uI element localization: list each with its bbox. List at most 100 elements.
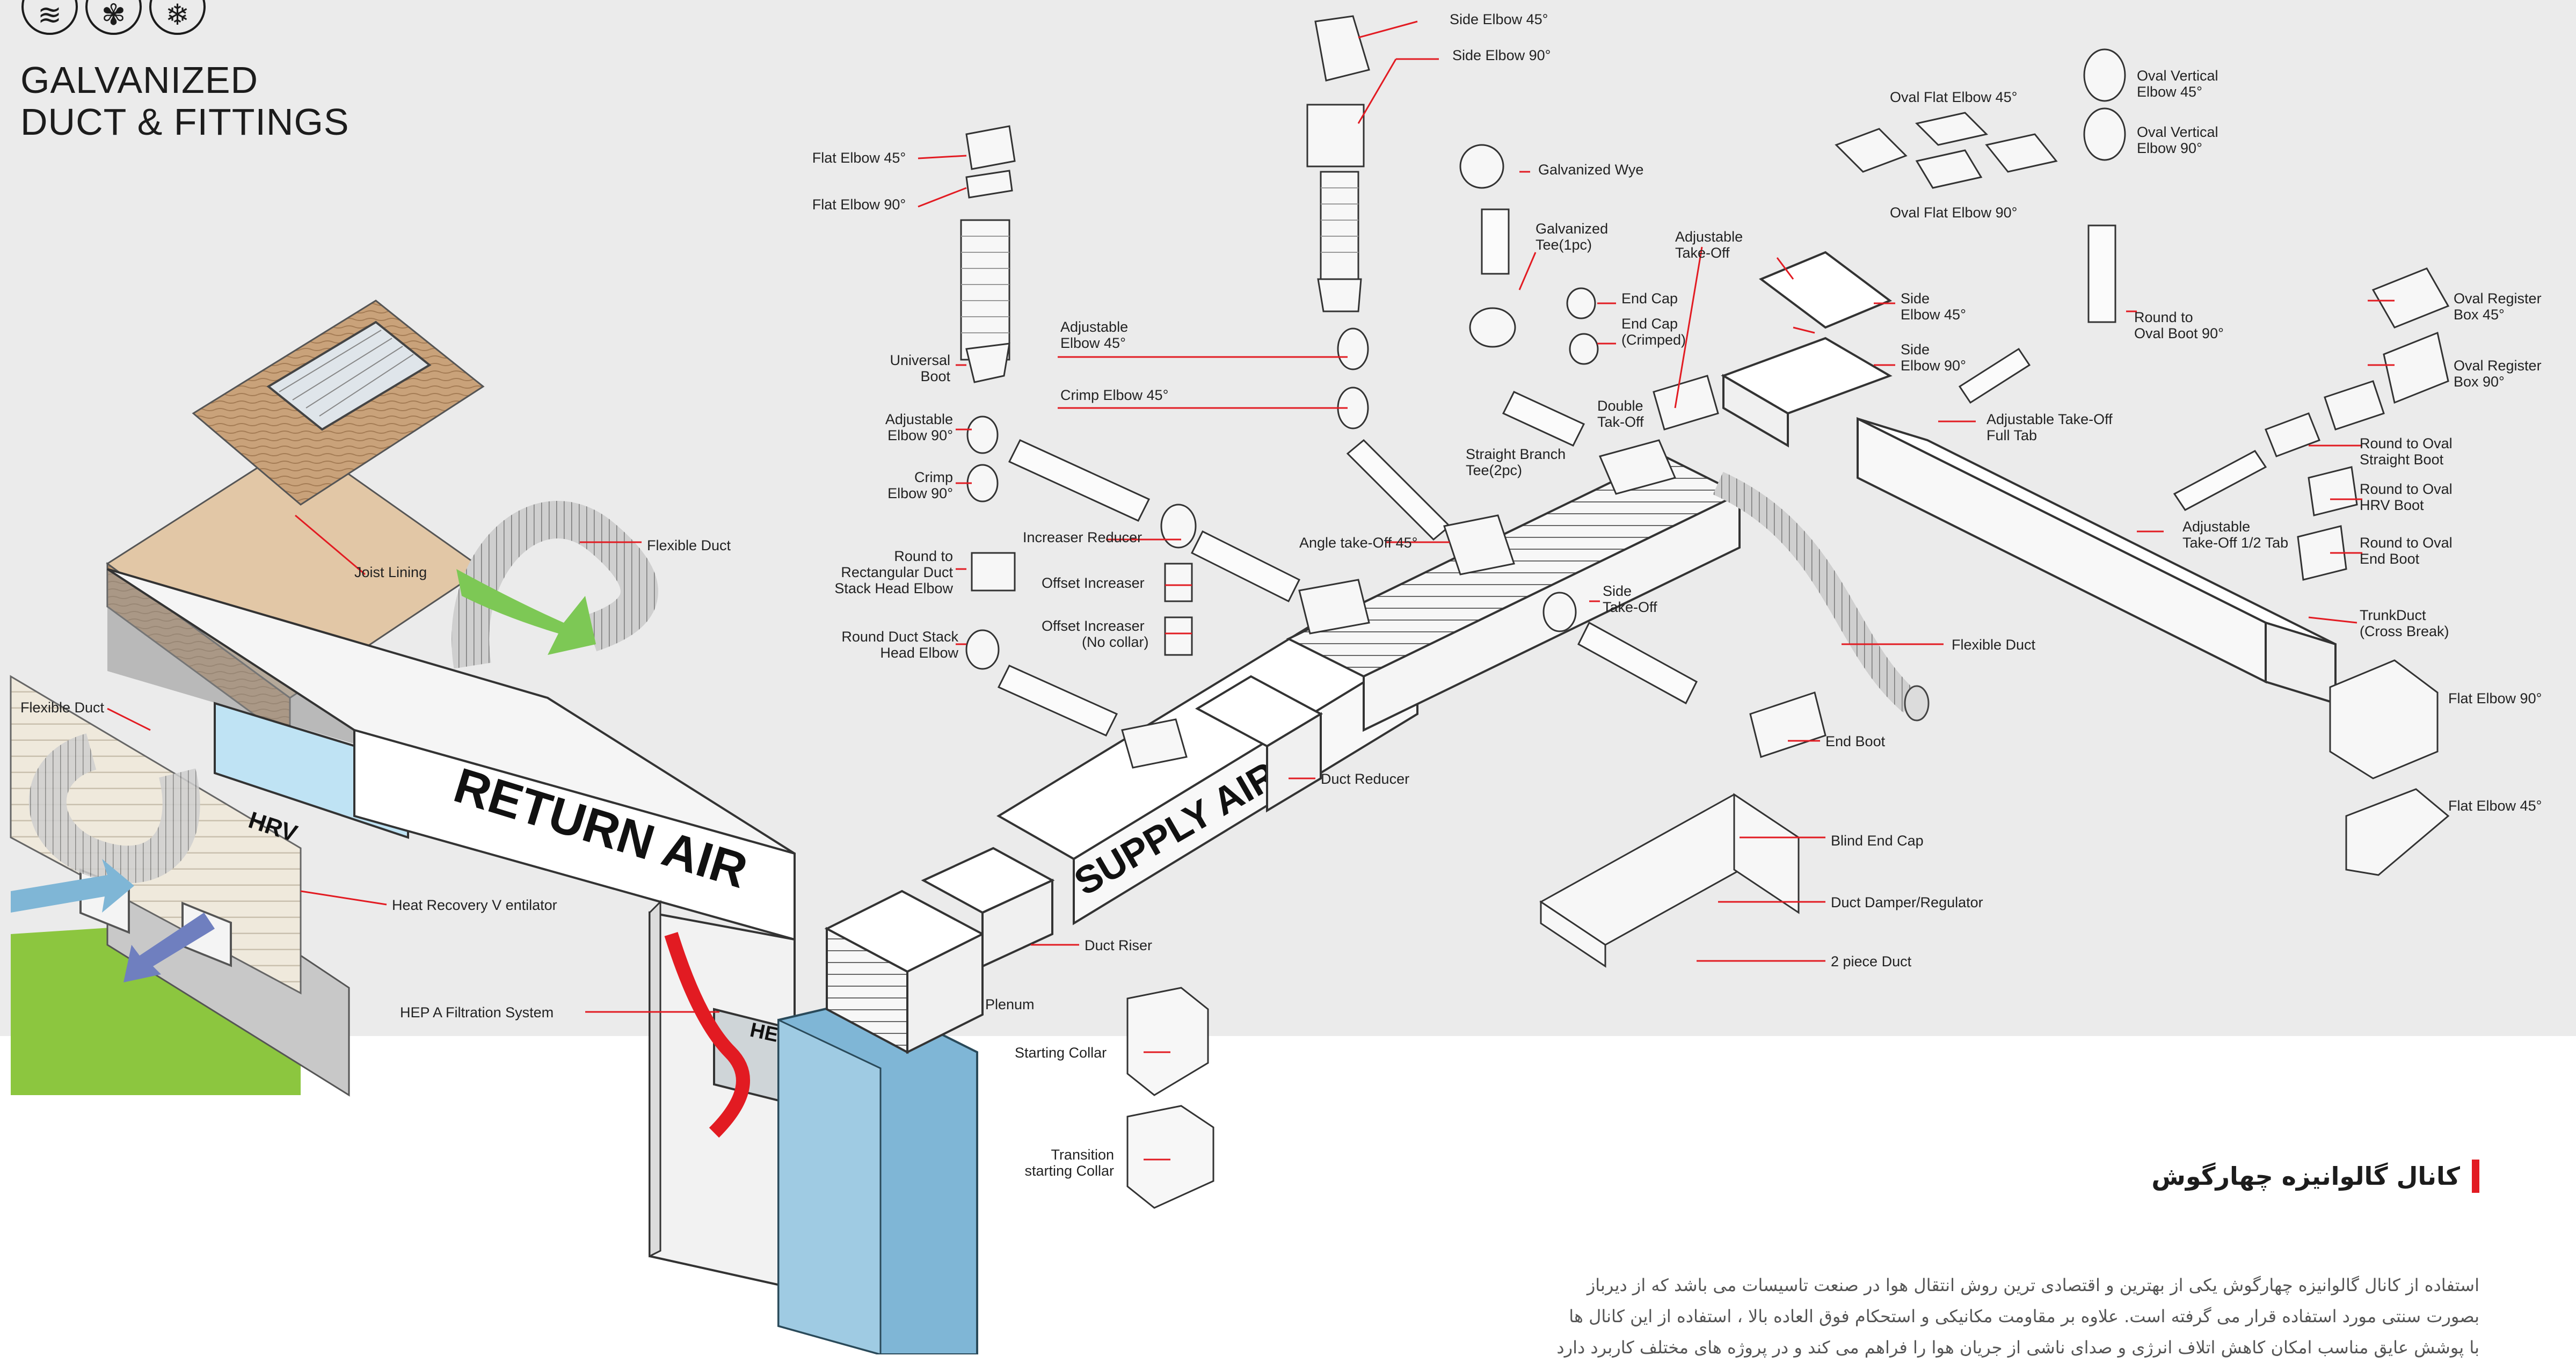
brand-line-2: DUCT & FITTINGS — [20, 101, 350, 143]
wall-vent — [181, 901, 232, 967]
article-heading: کانال گالوانیزه چهارگوش — [2151, 1160, 2479, 1193]
return-air-duct: RETURN AIR HEPA — [106, 568, 978, 1354]
label-trunk-duct-1: TrunkDuct — [2360, 607, 2426, 623]
label-galvanized-tee-1: Galvanized — [1536, 221, 1608, 237]
label-oval-flat-elbow-45: Oval Flat Elbow 45° — [1890, 89, 2017, 105]
flat-elbow-90-shape — [965, 170, 1013, 199]
universal-boot-shape — [965, 342, 1010, 383]
label-transition-collar-2: starting Collar — [1024, 1163, 1114, 1179]
label-side-elbow-45-mid-1: Side — [1901, 290, 1930, 307]
label-double-takeoff-2: Tak-Off — [1597, 414, 1644, 430]
label-oval-vertical-elbow-90-2: Elbow 90° — [2137, 140, 2202, 156]
label-offset-increaser-nocollar-2: (No collar) — [1082, 634, 1149, 650]
label-oval-flat-elbow-90: Oval Flat Elbow 90° — [1890, 205, 2017, 221]
diagram-background — [0, 0, 2576, 1036]
label-flexible-duct-left: Flexible Duct — [20, 699, 105, 716]
label-round-duct-stack-1: Round Duct Stack — [841, 629, 958, 645]
label-flexible-duct-top: Flexible Duct — [647, 537, 731, 553]
label-round-to-oval-boot-90-2: Oval Boot 90° — [2134, 325, 2224, 341]
label-adjustable-takeoff-half-2: Take-Off 1/2 Tab — [2182, 535, 2288, 551]
label-round-to-oval-boot-90-1: Round to — [2134, 309, 2193, 325]
label-duct-riser: Duct Riser — [1085, 937, 1152, 953]
label-adjustable-takeoff-fulltab-2: Full Tab — [1986, 427, 2037, 443]
label-adjustable-takeoff-1: Adjustable — [1675, 229, 1743, 245]
label-crimp-elbow-90-2: Elbow 90° — [887, 485, 953, 501]
round-fittings — [960, 15, 2450, 1209]
leader-lines — [107, 20, 2395, 1161]
label-round-duct-stack-2: Head Elbow — [880, 645, 958, 661]
flat-elbow-45-shape — [965, 125, 1016, 170]
label-offset-increaser: Offset Increaser — [1042, 575, 1145, 591]
label-flat-elbow-90: Flat Elbow 90° — [812, 196, 906, 213]
label-oval-register-box-90-1: Oval Register — [2454, 358, 2542, 374]
callout-labels: Side Elbow 45° Side Elbow 90° Flat Elbow… — [20, 11, 2542, 1179]
label-round-to-rect-3: Stack Head Elbow — [834, 580, 953, 596]
label-oval-vertical-elbow-90-1: Oval Vertical — [2137, 124, 2218, 140]
label-trunk-duct-2: (Cross Break) — [2360, 623, 2449, 639]
label-double-takeoff-1: Double — [1597, 398, 1643, 414]
label-oval-vertical-elbow-45-1: Oval Vertical — [2137, 68, 2218, 84]
label-round-to-rect-2: Rectangular Duct — [841, 564, 953, 580]
label-starting-collar: Starting Collar — [1015, 1045, 1107, 1061]
label-blind-end-cap: Blind End Cap — [1831, 833, 1924, 849]
article-line: با پوشش عایق مناسب امکان کاهش اتلاف انرژ… — [1556, 1337, 2479, 1358]
article-line: بصورت سنتی مورد استفاده قرار می گرفته اس… — [1569, 1306, 2479, 1326]
accent-bar — [2472, 1160, 2479, 1193]
label-galvanized-wye: Galvanized Wye — [1538, 162, 1643, 178]
label-galvanized-tee-2: Tee(1pc) — [1536, 237, 1592, 253]
label-end-cap: End Cap — [1621, 290, 1678, 307]
label-universal-boot-2: Boot — [920, 368, 950, 384]
skylight — [266, 320, 432, 431]
label-joist-lining: Joist Lining — [354, 564, 427, 580]
grass — [11, 923, 301, 1095]
label-round-to-rect-1: Round to — [894, 548, 953, 564]
flexible-duct-loop — [28, 733, 200, 884]
label-straight-branch-tee-1: Straight Branch — [1466, 446, 1566, 462]
label-offset-increaser-nocollar-1: Offset Increaser — [1042, 618, 1145, 634]
label-side-takeoff-1: Side — [1603, 583, 1632, 599]
label-crimp-elbow-45: Crimp Elbow 45° — [1060, 387, 1168, 403]
label-flat-elbow-45: Flat Elbow 45° — [812, 150, 906, 166]
label-adjustable-elbow-45-1: Adjustable — [1060, 319, 1128, 335]
label-side-elbow-45-mid-2: Elbow 45° — [1901, 307, 1966, 323]
label-adjustable-elbow-45-2: Elbow 45° — [1060, 335, 1126, 351]
label-transition-collar-1: Transition — [1051, 1147, 1114, 1163]
label-duct-damper: Duct Damper/Regulator — [1831, 894, 1983, 910]
purple-airflow-arrow — [123, 913, 215, 982]
label-round-to-oval-end-boot-2: End Boot — [2360, 551, 2420, 567]
label-crimp-elbow-90-1: Crimp — [914, 469, 953, 485]
label-side-elbow-90: Side Elbow 90° — [1452, 47, 1551, 63]
green-airflow-arrow — [456, 569, 596, 655]
side-elbow-90-shape — [1306, 104, 1365, 167]
logo-row: ≋ ✾ ❄ — [21, 0, 206, 35]
label-two-piece-duct: 2 piece Duct — [1831, 953, 1912, 970]
article-body: استفاده از کانال گالوانیزه چهارگوش یکی ا… — [1449, 1270, 2479, 1363]
label-side-takeoff-2: Take-Off — [1603, 599, 1657, 615]
red-downflow-arrow — [664, 932, 750, 1138]
label-round-to-oval-end-boot-1: Round to Oval — [2360, 535, 2453, 551]
label-duct-reducer: Duct Reducer — [1321, 771, 1409, 787]
label-round-to-oval-hrv-boot-2: HRV Boot — [2360, 497, 2424, 513]
label-adjustable-elbow-90-2: Elbow 90° — [887, 427, 953, 443]
label-increaser-reducer: Increaser Reducer — [1023, 529, 1142, 545]
label-oval-vertical-elbow-45-2: Elbow 45° — [2137, 84, 2202, 100]
label-flat-elbow-45-right: Flat Elbow 45° — [2448, 798, 2542, 814]
side-elbow-45-shape — [1314, 15, 1370, 82]
label-heat-recovery: Heat Recovery V entilator — [392, 897, 557, 913]
label-round-to-oval-straight-boot-1: Round to Oval — [2360, 435, 2453, 451]
article-title: کانال گالوانیزه چهارگوش — [2151, 1162, 2460, 1191]
label-end-cap-crimped-2: (Crimped) — [1621, 332, 1686, 348]
label-adjustable-elbow-90-1: Adjustable — [885, 411, 953, 427]
label-angle-takeoff-45: Angle take-Off 45° — [1299, 535, 1417, 551]
label-side-elbow-45: Side Elbow 45° — [1450, 11, 1548, 27]
blue-airflow-arrow — [11, 859, 134, 913]
label-flexible-duct-right: Flexible Duct — [1952, 637, 2036, 653]
label-adjustable-takeoff-2: Take-Off — [1675, 245, 1730, 261]
label-oval-register-box-90-2: Box 90° — [2454, 374, 2505, 390]
label-oval-register-box-45-2: Box 45° — [2454, 307, 2505, 323]
label-round-to-oval-hrv-boot-1: Round to Oval — [2360, 481, 2453, 497]
label-plenum: Plenum — [985, 996, 1035, 1012]
label-flat-elbow-90-right: Flat Elbow 90° — [2448, 690, 2542, 706]
label-adjustable-takeoff-fulltab-1: Adjustable Take-Off — [1986, 411, 2113, 427]
